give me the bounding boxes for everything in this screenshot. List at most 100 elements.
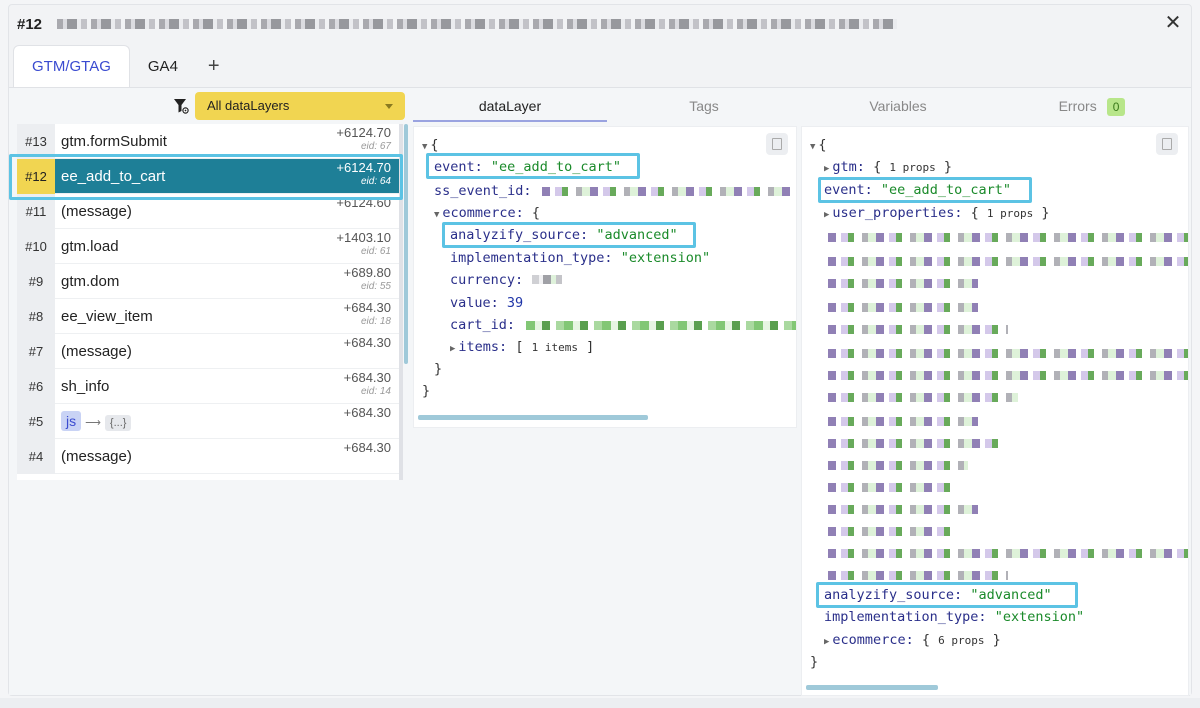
horizontal-scrollbar[interactable]: [806, 685, 938, 690]
expand-triangle-icon[interactable]: ▶: [824, 637, 830, 647]
value-key: value:: [450, 295, 499, 311]
list-item-event-4[interactable]: #4 (message) +684.30: [17, 438, 399, 474]
analyzify-source-key: analyzify_source:: [450, 227, 589, 243]
event-number: #12: [17, 158, 55, 194]
event-value: "ee_add_to_cart": [490, 159, 621, 175]
event-list-scrollbar[interactable]: [404, 124, 408, 364]
copy-icon[interactable]: [1156, 133, 1178, 155]
items-bracket-close: ]: [586, 339, 595, 355]
redacted-line: [828, 279, 978, 288]
redacted-line: [828, 527, 958, 536]
object-badge[interactable]: {...}: [104, 414, 132, 431]
filter-settings-icon[interactable]: [173, 98, 189, 114]
items-badge: 1 items: [531, 341, 578, 354]
list-item-event-5[interactable]: #5 js⟶{...} +684.30: [17, 403, 399, 439]
event-eid: eid: 14: [360, 386, 391, 397]
main-content: All dataLayers #13 gtm.formSubmit +6124.…: [9, 87, 1191, 696]
redacted-line: [828, 393, 1018, 402]
event-timestamp: +1403.10: [336, 230, 391, 245]
selected-event-highlight: [9, 154, 403, 200]
expand-triangle-icon[interactable]: ▶: [824, 210, 830, 220]
add-tab-icon[interactable]: +: [207, 54, 220, 77]
event-key: event:: [824, 182, 873, 198]
redacted-line: [828, 417, 978, 426]
event-number: #13: [17, 124, 55, 159]
redacted-line: [828, 549, 1188, 558]
items-key: items:: [458, 339, 508, 355]
event-time: +684.30: [344, 406, 391, 420]
chevron-down-icon: [385, 104, 393, 109]
analyzify-highlight: [816, 582, 1078, 608]
errors-count-badge: 0: [1106, 98, 1126, 116]
event-number: #5: [17, 403, 55, 439]
filter-selected-value: All dataLayers: [207, 98, 290, 113]
tab-datalayer[interactable]: dataLayer: [413, 92, 607, 122]
analyzify-source-value: "advanced": [596, 227, 678, 243]
collapse-triangle-icon[interactable]: ▼: [434, 210, 440, 220]
expand-triangle-icon[interactable]: ▶: [450, 344, 456, 354]
event-highlight: [426, 153, 640, 179]
copy-icon[interactable]: [766, 133, 788, 155]
implementation-type-value: "extension": [994, 609, 1085, 625]
expand-triangle-icon[interactable]: ▶: [824, 164, 830, 174]
value-value: 39: [506, 295, 524, 311]
event-name: js⟶{...}: [55, 410, 399, 431]
analyzify-source-key: analyzify_source:: [824, 587, 963, 603]
event-name: sh_info: [61, 377, 110, 395]
title-event-number: #12: [17, 15, 43, 33]
redacted-value: [542, 187, 792, 196]
event-timestamp: +684.30: [343, 405, 391, 420]
tab-gtm-gtag[interactable]: GTM/GTAG: [13, 45, 130, 87]
tab-ga4[interactable]: GA4: [147, 57, 178, 75]
redacted-line: [828, 461, 968, 470]
tab-variables[interactable]: Variables: [869, 98, 927, 114]
event-number: #9: [17, 263, 55, 299]
implementation-type-value: "extension": [620, 250, 711, 266]
event-key: event:: [434, 159, 483, 175]
arrow-icon: ⟶: [85, 416, 101, 429]
collapse-triangle-icon[interactable]: ▼: [422, 142, 428, 152]
ecommerce-open-brace: {: [531, 205, 540, 221]
ecommerce-key: ecommerce:: [832, 632, 914, 648]
root-close-brace: }: [810, 654, 819, 670]
event-time: +684.30: [344, 441, 391, 455]
tab-tags[interactable]: Tags: [689, 98, 719, 114]
user-properties-key: user_properties:: [832, 205, 963, 221]
event-timestamp: +684.30: [343, 370, 391, 385]
event-name: ee_add_to_cart: [61, 167, 166, 185]
event-eid: eid: 64: [360, 176, 391, 187]
redacted-title: [57, 19, 897, 29]
implementation-type-key: implementation_type:: [450, 250, 613, 266]
datalayer-filter-select[interactable]: All dataLayers: [195, 92, 405, 120]
redacted-line: [828, 483, 958, 492]
gtm-props-badge: 1 props: [889, 161, 936, 174]
redacted-line: [828, 505, 978, 514]
list-item-event-7[interactable]: #7 (message) +684.30: [17, 333, 399, 369]
event-name: (message): [61, 202, 132, 220]
list-item-event-11[interactable]: #11 (message) +6124.60: [17, 193, 399, 229]
title-bar: #12 ✕: [9, 5, 1191, 43]
datalayer-pane: ▼{ event: "ee_add_to_cart" ss_event_id: …: [413, 126, 797, 428]
collapse-triangle-icon[interactable]: ▼: [810, 142, 816, 152]
horizontal-scrollbar[interactable]: [418, 415, 648, 420]
redacted-value: [526, 321, 796, 330]
debugger-window: #12 ✕ GTM/GTAG GA4 + All dataLayers #13 …: [8, 4, 1192, 696]
event-eid: eid: 18: [360, 316, 391, 327]
ecommerce-props-badge: 6 props: [938, 634, 985, 647]
variables-pane: ▼{ ▶gtm: { 1 props } event: "ee_add_to_c…: [801, 126, 1189, 696]
event-number: #7: [17, 333, 55, 369]
event-timestamp: +684.30: [343, 335, 391, 350]
close-icon[interactable]: ✕: [1164, 12, 1182, 34]
